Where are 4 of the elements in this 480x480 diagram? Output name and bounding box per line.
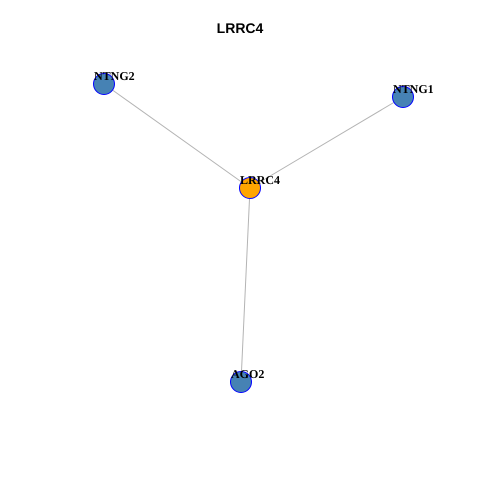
chart-title: LRRC4 <box>216 20 264 36</box>
edge-line <box>112 90 242 182</box>
edge-line <box>258 102 394 183</box>
edge-line <box>241 198 250 372</box>
